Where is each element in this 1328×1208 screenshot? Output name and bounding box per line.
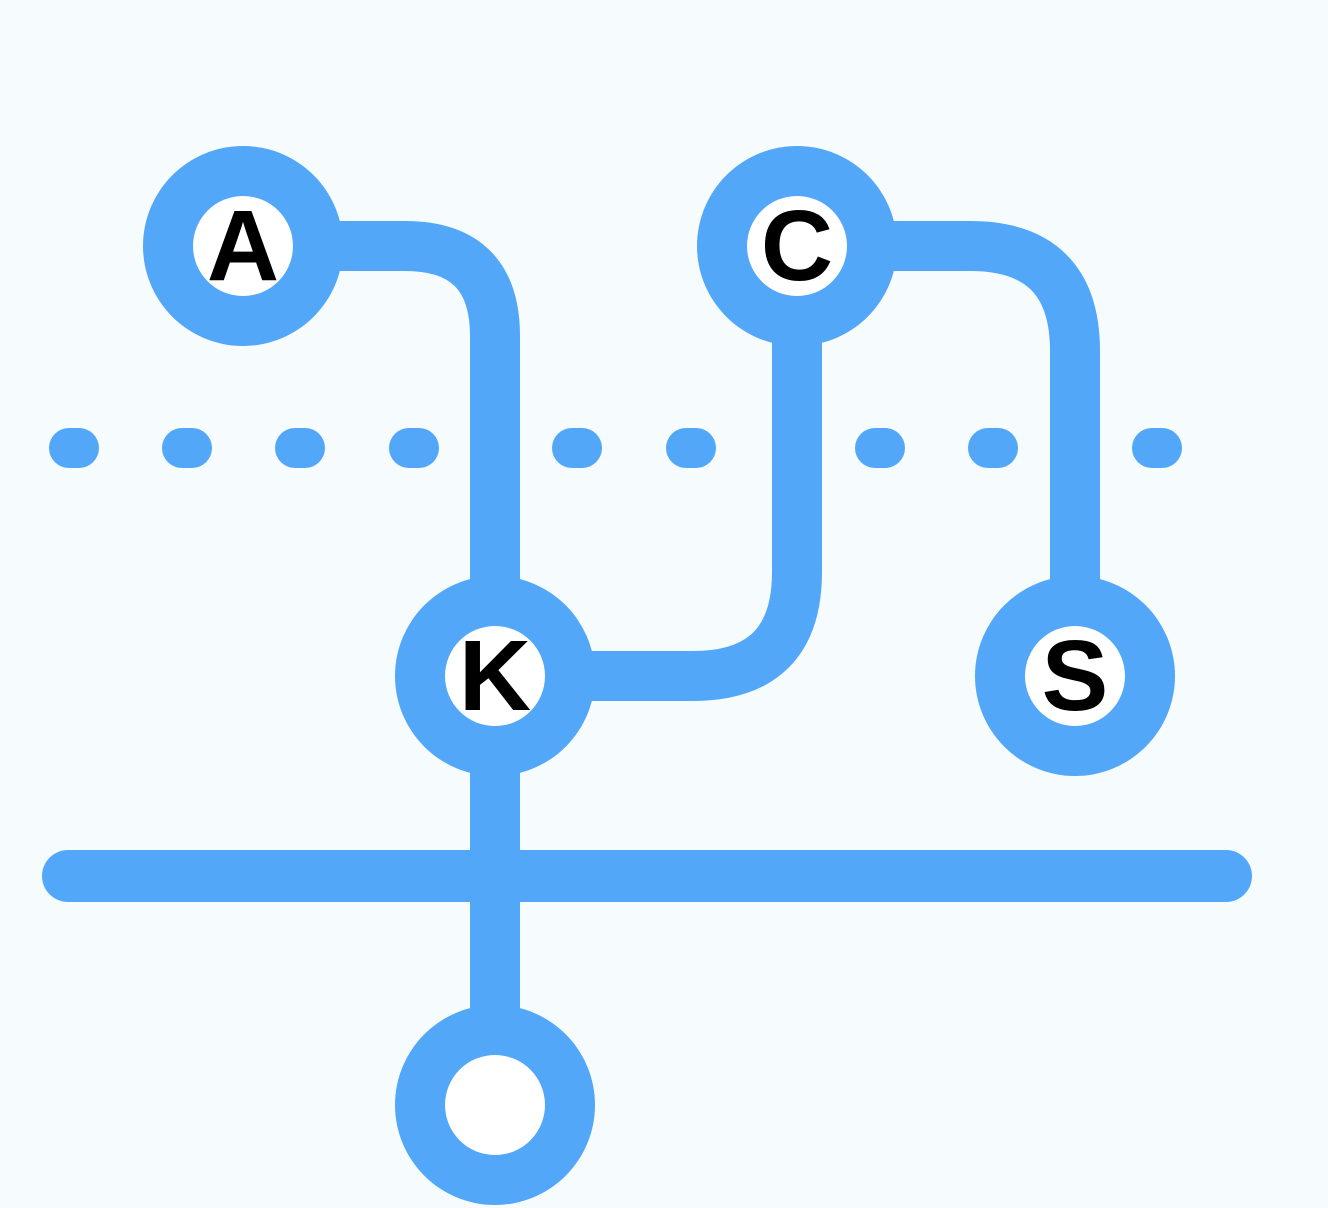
node-bottom xyxy=(395,1005,595,1205)
node-k-label: K xyxy=(459,620,531,732)
edge-k-c xyxy=(495,246,822,701)
node-c: C xyxy=(697,146,897,346)
node-a: A xyxy=(143,146,343,346)
node-s: S xyxy=(975,576,1175,776)
edge-c-s xyxy=(797,221,1100,676)
edge-a-k xyxy=(243,221,520,676)
node-k: K xyxy=(395,576,595,776)
node-c-label: C xyxy=(761,190,833,302)
node-a-label: A xyxy=(207,190,279,302)
node-s-label: S xyxy=(1042,620,1109,732)
